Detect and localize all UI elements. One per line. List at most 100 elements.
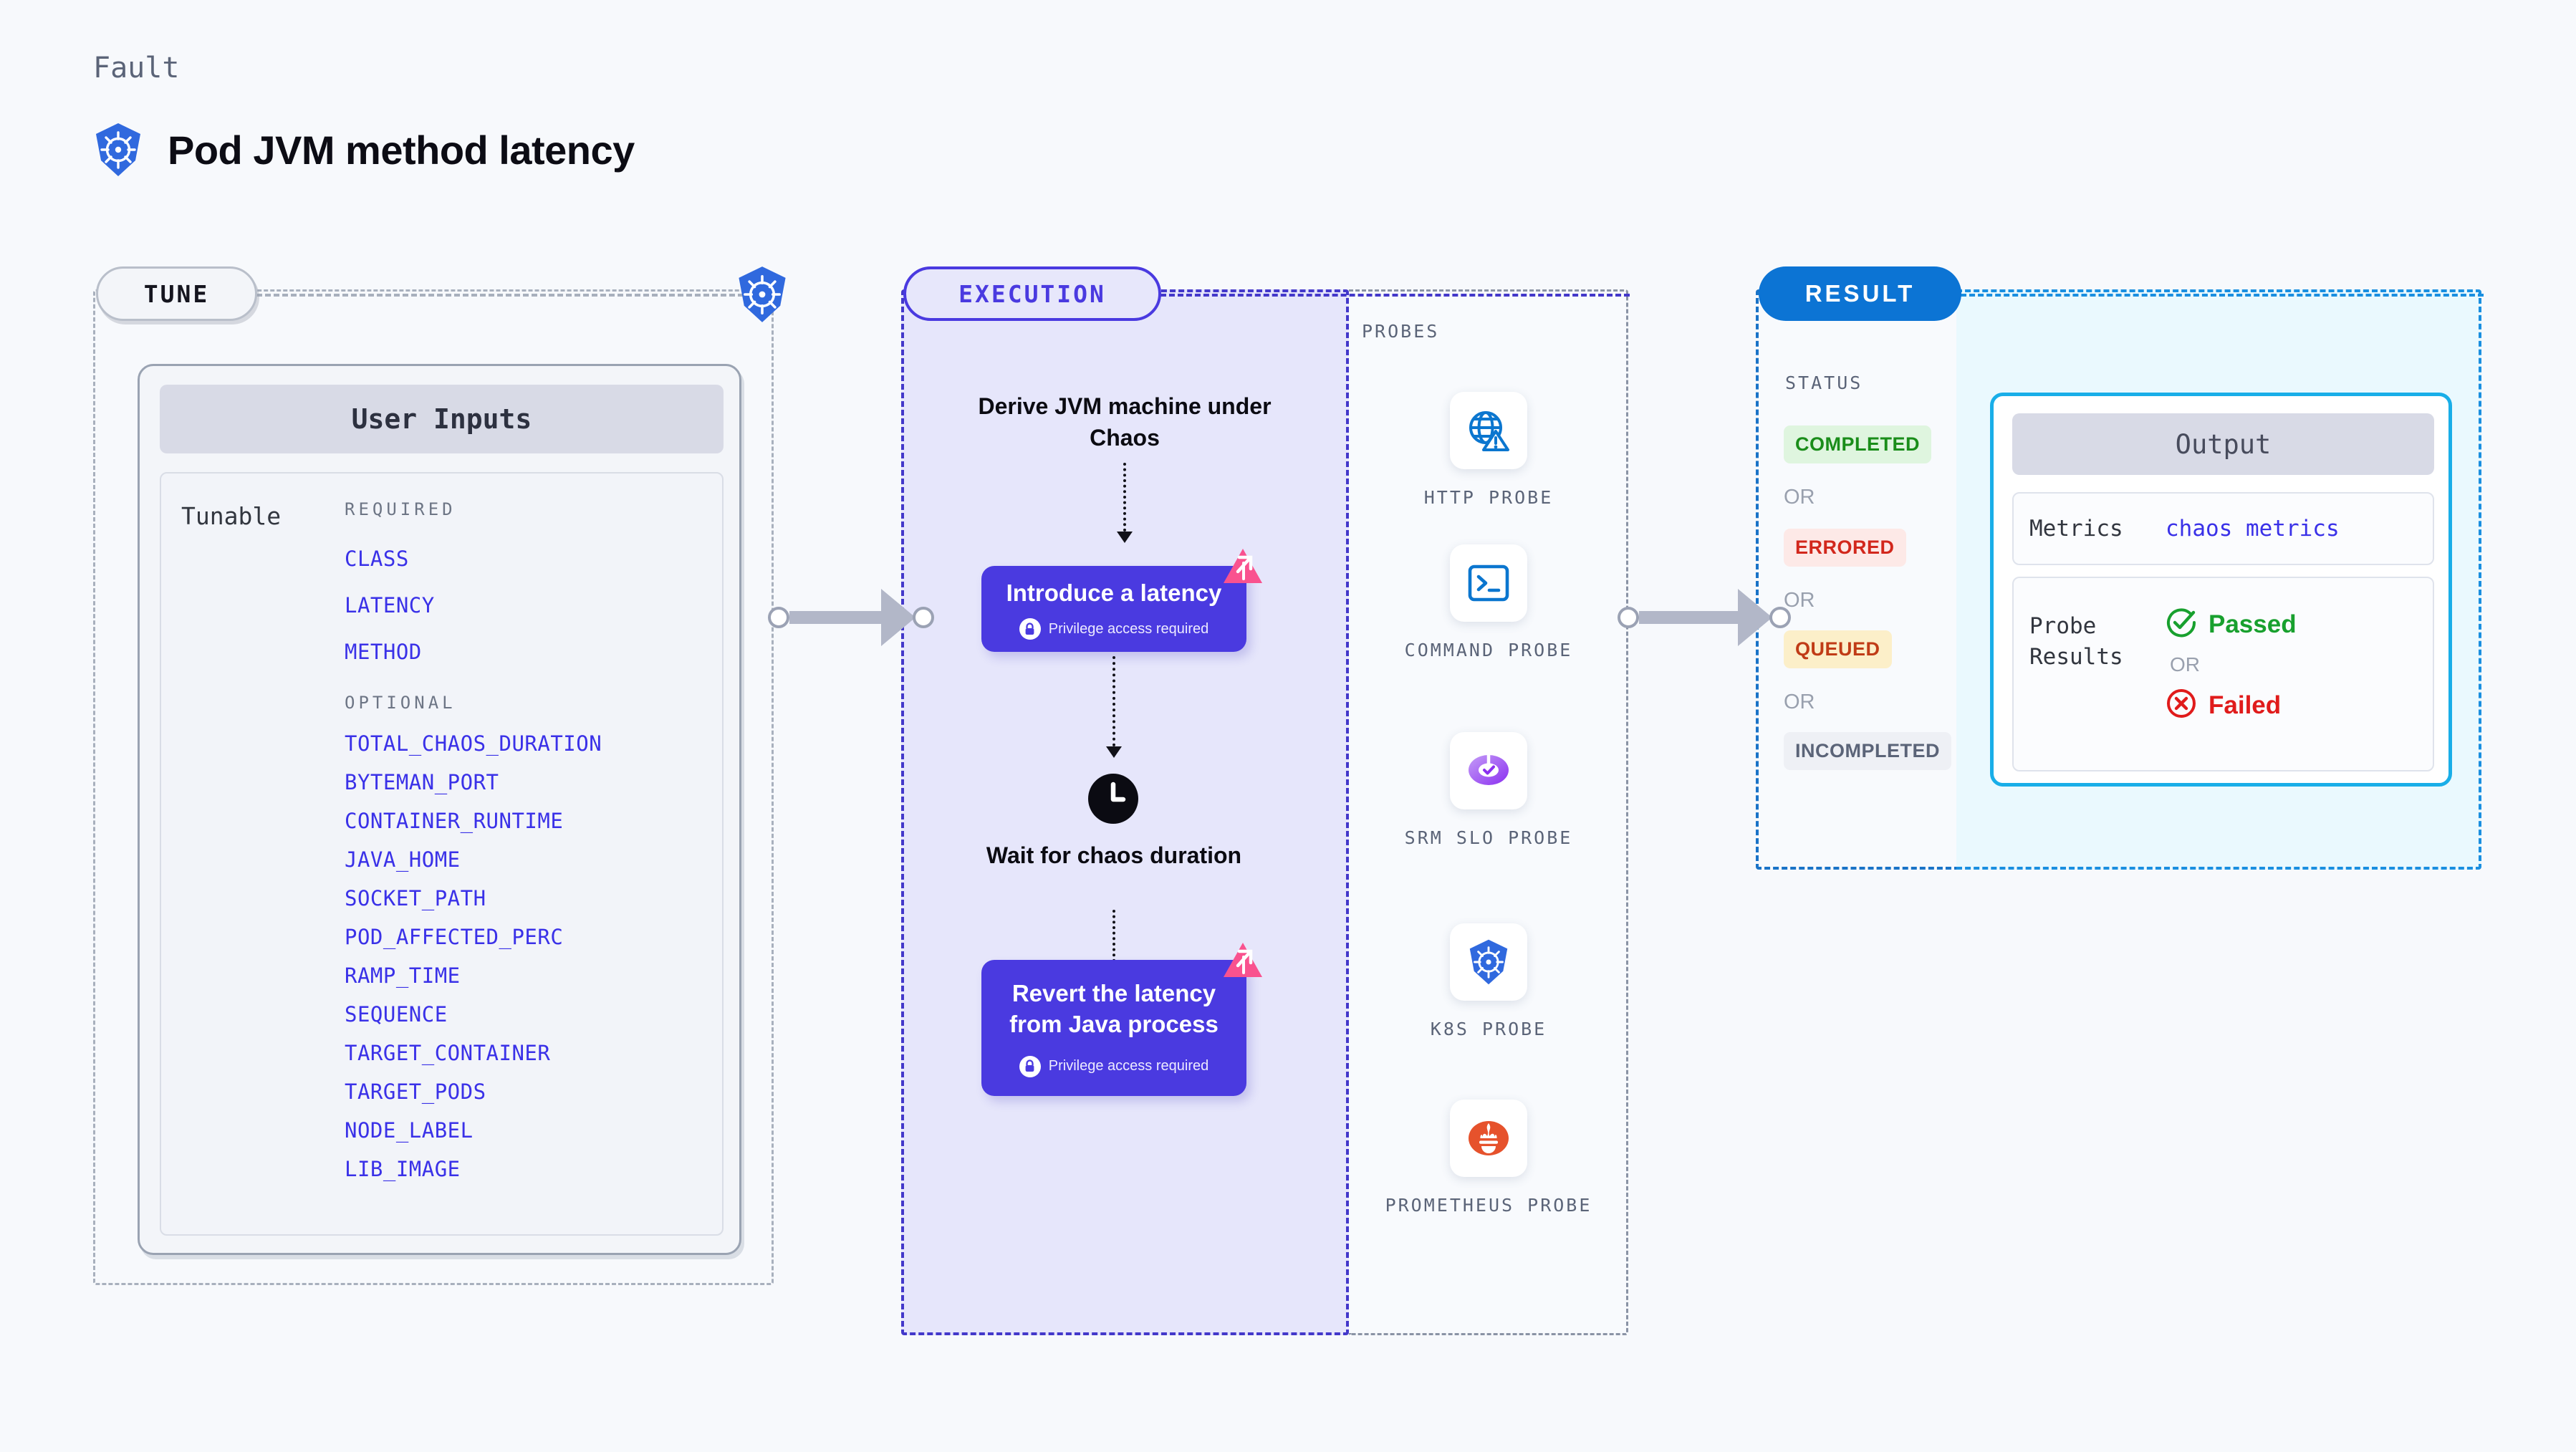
probe-results-key: Probe Results (2029, 613, 2123, 670)
metrics-key: Metrics (2029, 516, 2123, 542)
required-parameter-list: CLASS LATENCY METHOD (345, 547, 717, 664)
result-stage-region (1756, 289, 1960, 870)
probe-result-or-label: OR (2170, 653, 2200, 675)
check-circle-icon (2166, 607, 2197, 642)
privilege-note-text: Privilege access required (1048, 620, 1209, 637)
parameter-item[interactable]: BYTEMAN_PORT (345, 770, 499, 794)
page-title-row: Pod JVM method latency (93, 122, 635, 178)
parameter-item[interactable]: NODE_LABEL (345, 1118, 474, 1143)
probe-result-failed: Failed (2166, 688, 2297, 723)
probe-label: PROMETHEUS PROBE (1385, 1195, 1592, 1216)
kubernetes-icon (735, 265, 789, 327)
probe-result-failed-label: Failed (2209, 691, 2282, 719)
clock-icon (1087, 772, 1140, 829)
optional-heading: OPTIONAL (345, 693, 456, 713)
lock-icon (1019, 618, 1041, 640)
execution-top-rail (1160, 294, 1630, 297)
prometheus-icon (1450, 1100, 1527, 1177)
stage-connector-execution-to-result (1618, 589, 1791, 646)
user-inputs-title: User Inputs (160, 385, 724, 453)
probe-item-srm-slo[interactable]: SRM SLO PROBE (1383, 732, 1594, 851)
parameter-column: REQUIRED CLASS LATENCY METHOD OPTIONAL T… (345, 499, 717, 1181)
privilege-note-row: Privilege access required (1019, 618, 1208, 640)
flow-arrow-head (1106, 746, 1122, 758)
stage-pill-tune[interactable]: TUNE (96, 266, 257, 321)
flow-arrow-line (1123, 463, 1126, 532)
tunable-label: Tunable (181, 502, 282, 530)
parameter-item[interactable]: SEQUENCE (345, 1002, 448, 1027)
fault-kicker: Fault (93, 52, 180, 85)
probe-item-k8s[interactable]: K8S PROBE (1383, 923, 1594, 1042)
parameter-item[interactable]: POD_AFFECTED_PERC (345, 925, 564, 949)
parameter-item[interactable]: TOTAL_CHAOS_DURATION (345, 731, 602, 756)
tune-stage-region (93, 289, 774, 1285)
probe-item-prometheus[interactable]: PROMETHEUS PROBE (1383, 1100, 1594, 1218)
privilege-note-text: Privilege access required (1048, 1058, 1209, 1074)
probe-item-http[interactable]: HTTP PROBE (1383, 392, 1594, 511)
lock-icon (1019, 1055, 1041, 1077)
tunable-panel: Tunable REQUIRED CLASS LATENCY METHOD OP… (160, 472, 724, 1236)
probes-heading: PROBES (1362, 321, 1440, 342)
metrics-value[interactable]: chaos metrics (2166, 516, 2340, 542)
execution-step-revert-latency[interactable]: Revert the latency from Java process Pri… (981, 943, 1262, 1096)
terminal-icon (1450, 544, 1527, 622)
kubernetes-icon (1450, 923, 1527, 1001)
connector-node (768, 607, 789, 628)
stage-pill-result[interactable]: RESULT (1759, 266, 1961, 321)
litmus-logo-icon (1222, 941, 1264, 984)
probe-label: SRM SLO PROBE (1404, 827, 1573, 848)
execution-intro-label: Derive JVM machine under Chaos (978, 393, 1272, 451)
x-circle-icon (2166, 688, 2197, 723)
probe-results-row: Probe Results Passed OR (2012, 577, 2434, 771)
status-or-label: OR (1784, 589, 1815, 612)
parameter-item[interactable]: LIB_IMAGE (345, 1157, 461, 1181)
connector-node (913, 607, 934, 628)
connector-node (1769, 607, 1791, 628)
metrics-row: Metrics chaos metrics (2012, 492, 2434, 565)
execution-step-title: Introduce a latency (1006, 579, 1222, 606)
globe-warning-icon (1450, 392, 1527, 469)
tune-top-rail (256, 294, 744, 297)
status-or-label: OR (1784, 691, 1815, 713)
required-heading: REQUIRED (345, 499, 456, 519)
status-or-label: OR (1784, 486, 1815, 509)
parameter-item[interactable]: SOCKET_PATH (345, 886, 486, 910)
page-title: Pod JVM method latency (168, 127, 635, 173)
flow-arrow-line (1112, 656, 1115, 746)
parameter-item[interactable]: CLASS (345, 547, 409, 571)
probe-item-command[interactable]: COMMAND PROBE (1383, 544, 1594, 663)
output-title: Output (2012, 413, 2434, 475)
parameter-item[interactable]: CONTAINER_RUNTIME (345, 809, 564, 833)
flow-arrow-line (1112, 910, 1115, 979)
status-badge-incompleted: INCOMPLETED (1784, 732, 1952, 770)
parameter-item[interactable]: LATENCY (345, 593, 435, 617)
status-badge-completed: COMPLETED (1784, 425, 1932, 463)
probe-result-passed: Passed (2166, 607, 2297, 642)
probe-results-values: Passed OR Failed (2166, 607, 2297, 723)
parameter-item[interactable]: METHOD (345, 640, 422, 664)
output-card: Output Metrics chaos metrics Probe Resul… (1990, 393, 2452, 787)
probe-label: COMMAND PROBE (1404, 640, 1573, 660)
parameter-item[interactable]: JAVA_HOME (345, 847, 461, 872)
srm-slo-icon (1450, 732, 1527, 809)
connector-node (1618, 607, 1639, 628)
privilege-note-row: Privilege access required (1019, 1055, 1209, 1077)
stage-connector-tune-to-execution (768, 589, 934, 646)
user-inputs-card: User Inputs Tunable REQUIRED CLASS LATEN… (138, 364, 741, 1255)
parameter-item[interactable]: TARGET_CONTAINER (345, 1041, 551, 1065)
execution-step-title: Revert the latency from Java process (1009, 980, 1219, 1037)
wait-for-chaos-label: Wait for chaos duration (986, 842, 1242, 868)
parameter-item[interactable]: RAMP_TIME (345, 963, 461, 988)
flow-arrow-head (1117, 532, 1133, 543)
probe-label: HTTP PROBE (1423, 487, 1554, 508)
kubernetes-icon (93, 122, 143, 178)
execution-step-introduce-latency[interactable]: Introduce a latency Privilege access req… (981, 549, 1262, 652)
status-badge-queued: QUEUED (1784, 630, 1892, 668)
status-badge-errored: ERRORED (1784, 529, 1906, 567)
parameter-item[interactable]: TARGET_PODS (345, 1080, 486, 1104)
optional-parameter-list: TOTAL_CHAOS_DURATION BYTEMAN_PORT CONTAI… (345, 731, 717, 1181)
stage-pill-execution[interactable]: EXECUTION (903, 266, 1161, 321)
probe-result-passed-label: Passed (2209, 610, 2297, 638)
result-top-rail (1961, 294, 2484, 297)
